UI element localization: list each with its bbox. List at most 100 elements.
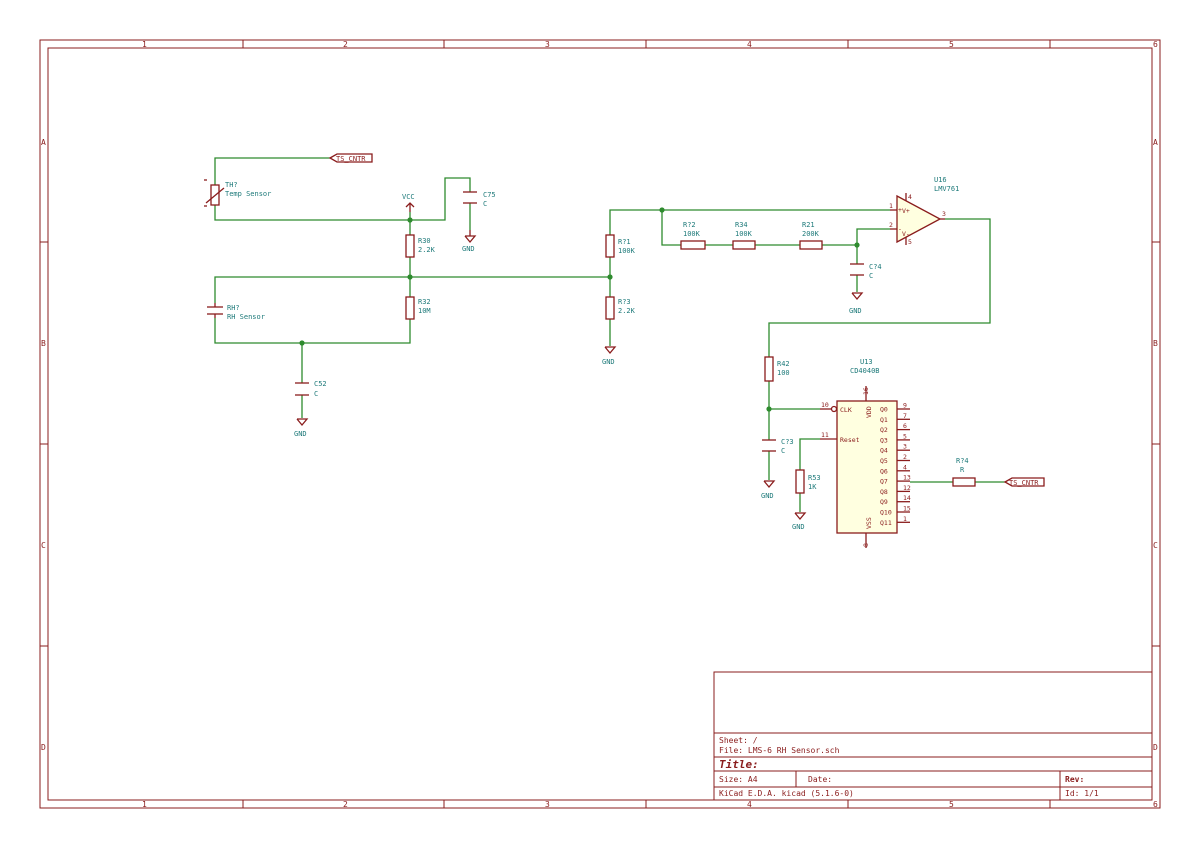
row-label-left: A — [41, 138, 46, 147]
gnd-symbol: GND — [294, 418, 309, 438]
resistor-r21[interactable]: R21 200K — [799, 221, 823, 250]
resistor-r71[interactable]: R?1 100K — [605, 234, 636, 258]
r71-value: 100K — [618, 247, 636, 255]
r30-value: 2.2K — [418, 246, 436, 254]
c75-ref: C75 — [483, 191, 496, 199]
frame-row-labels: A B C D A B C D — [41, 138, 1158, 752]
row-label-right: A — [1153, 138, 1158, 147]
row-label-left: D — [41, 743, 46, 752]
tb-sheet: Sheet: / — [719, 736, 758, 745]
r42-value: 100 — [777, 369, 790, 377]
u13-output-pin-name: Q10 — [880, 509, 892, 517]
wires — [214, 157, 1005, 512]
ts-cntr-label-right[interactable]: TS_CNTR — [1003, 477, 1045, 487]
u13-clk-pin-num: 10 — [821, 401, 829, 409]
resistor-r30[interactable]: R30 2.2K — [405, 234, 436, 258]
u13-output-pin-number: 7 — [903, 412, 907, 420]
row-label-right: D — [1153, 743, 1158, 752]
opamp-u16[interactable]: 1 2 3 4 5 V+ V- + - U16 LMV761 — [889, 176, 959, 246]
junction-dot — [854, 242, 860, 248]
r71-ref: R?1 — [618, 238, 631, 246]
thermistor-th[interactable]: TH? Temp Sensor — [204, 179, 271, 207]
u13-ref: U13 — [860, 358, 873, 366]
capacitor-c75[interactable]: C75 C — [463, 191, 496, 208]
u16-ref: U16 — [934, 176, 947, 184]
u13-output-pin-name: Q0 — [880, 406, 888, 414]
col-label-top: 1 — [142, 40, 147, 49]
u13-output-pin-number: 4 — [903, 463, 907, 471]
u16-value: LMV761 — [934, 185, 959, 193]
c73-value: C — [781, 447, 785, 455]
u13-output-pin-name: Q2 — [880, 426, 888, 434]
ts-cntr-label-top[interactable]: TS_CNTR — [328, 153, 373, 163]
capacitor-c52[interactable]: C52 C — [295, 380, 327, 398]
opamp-pin-5: 5 — [908, 238, 912, 246]
capacitor-c73[interactable]: C?3 C — [762, 438, 794, 455]
opamp-pin-4: 4 — [908, 193, 912, 201]
col-label-top: 4 — [747, 40, 752, 49]
r72-value: 100K — [683, 230, 701, 238]
r30-ref: R30 — [418, 237, 431, 245]
c52-value: C — [314, 390, 318, 398]
counter-u13[interactable]: U13 CD4040B 16 VDD 8 VSS 10 CLK 11 Reset… — [820, 358, 911, 548]
vcc-power-symbol: VCC — [402, 193, 415, 212]
col-label-bottom: 4 — [747, 800, 752, 809]
opamp-plus-input: + — [898, 206, 902, 214]
sheet-frame — [39, 39, 1161, 809]
rh-sensor[interactable]: RH? RH Sensor — [207, 303, 265, 321]
r32-ref: R32 — [418, 298, 431, 306]
u13-output-pin-name: Q4 — [880, 447, 888, 455]
r74-ref: R?4 — [956, 457, 969, 465]
u13-output-pin-name: Q7 — [880, 478, 888, 486]
c73-ref: C?3 — [781, 438, 794, 446]
resistor-r73[interactable]: R?3 2.2K — [605, 296, 636, 320]
r21-value: 200K — [802, 230, 820, 238]
junction-dot — [659, 207, 665, 213]
gnd-text: GND — [462, 245, 475, 253]
vcc-text: VCC — [402, 193, 415, 201]
u13-output-pin-name: Q5 — [880, 457, 888, 465]
opamp-minus-input: - — [898, 225, 902, 233]
resistor-r32[interactable]: R32 10M — [405, 296, 431, 320]
rh-value: RH Sensor — [227, 313, 265, 321]
r32-value: 10M — [418, 307, 431, 315]
u13-output-pin-name: Q3 — [880, 436, 888, 444]
tb-tool: KiCad E.D.A. kicad (5.1.6-0) — [719, 789, 854, 798]
resistor-r42[interactable]: R42 100 — [764, 356, 790, 382]
junction-dot — [607, 274, 613, 280]
col-label-top: 5 — [949, 40, 954, 49]
tb-rev: Rev: — [1065, 775, 1084, 784]
r72-ref: R?2 — [683, 221, 696, 229]
u13-output-pin-number: 2 — [903, 453, 907, 461]
c52-ref: C52 — [314, 380, 327, 388]
u13-output-pin-number: 9 — [903, 402, 907, 410]
row-label-left: B — [41, 339, 46, 348]
opamp-pin-2: 2 — [889, 221, 893, 229]
capacitor-c74[interactable]: C?4 C — [850, 263, 882, 280]
u13-output-pin-number: 3 — [903, 443, 907, 451]
u13-clk-label: CLK — [840, 406, 852, 414]
rh-ref: RH? — [227, 304, 240, 312]
junction-dot — [407, 217, 413, 223]
tb-date: Date: — [808, 775, 832, 784]
col-label-bottom: 2 — [343, 800, 348, 809]
r42-ref: R42 — [777, 360, 790, 368]
th-ref: TH? — [225, 181, 238, 189]
u13-vdd-pin-num: 16 — [862, 387, 870, 395]
c74-value: C — [869, 272, 873, 280]
resistor-r53[interactable]: R53 1K — [795, 469, 821, 494]
resistor-r74[interactable]: R?4 R — [952, 457, 976, 487]
gnd-text: GND — [602, 358, 615, 366]
resistor-r34[interactable]: R34 100K — [732, 221, 756, 250]
u13-output-pin-name: Q11 — [880, 519, 892, 527]
u13-vdd-label: VDD — [865, 406, 873, 418]
th-value: Temp Sensor — [225, 190, 271, 198]
gnd-text: GND — [294, 430, 307, 438]
u13-output-pin-number: 5 — [903, 432, 907, 440]
col-label-bottom: 6 — [1153, 800, 1158, 809]
gnd-text: GND — [792, 523, 805, 531]
r73-ref: R?3 — [618, 298, 631, 306]
u13-value: CD4040B — [850, 367, 880, 375]
resistor-r72[interactable]: R?2 100K — [680, 221, 706, 250]
